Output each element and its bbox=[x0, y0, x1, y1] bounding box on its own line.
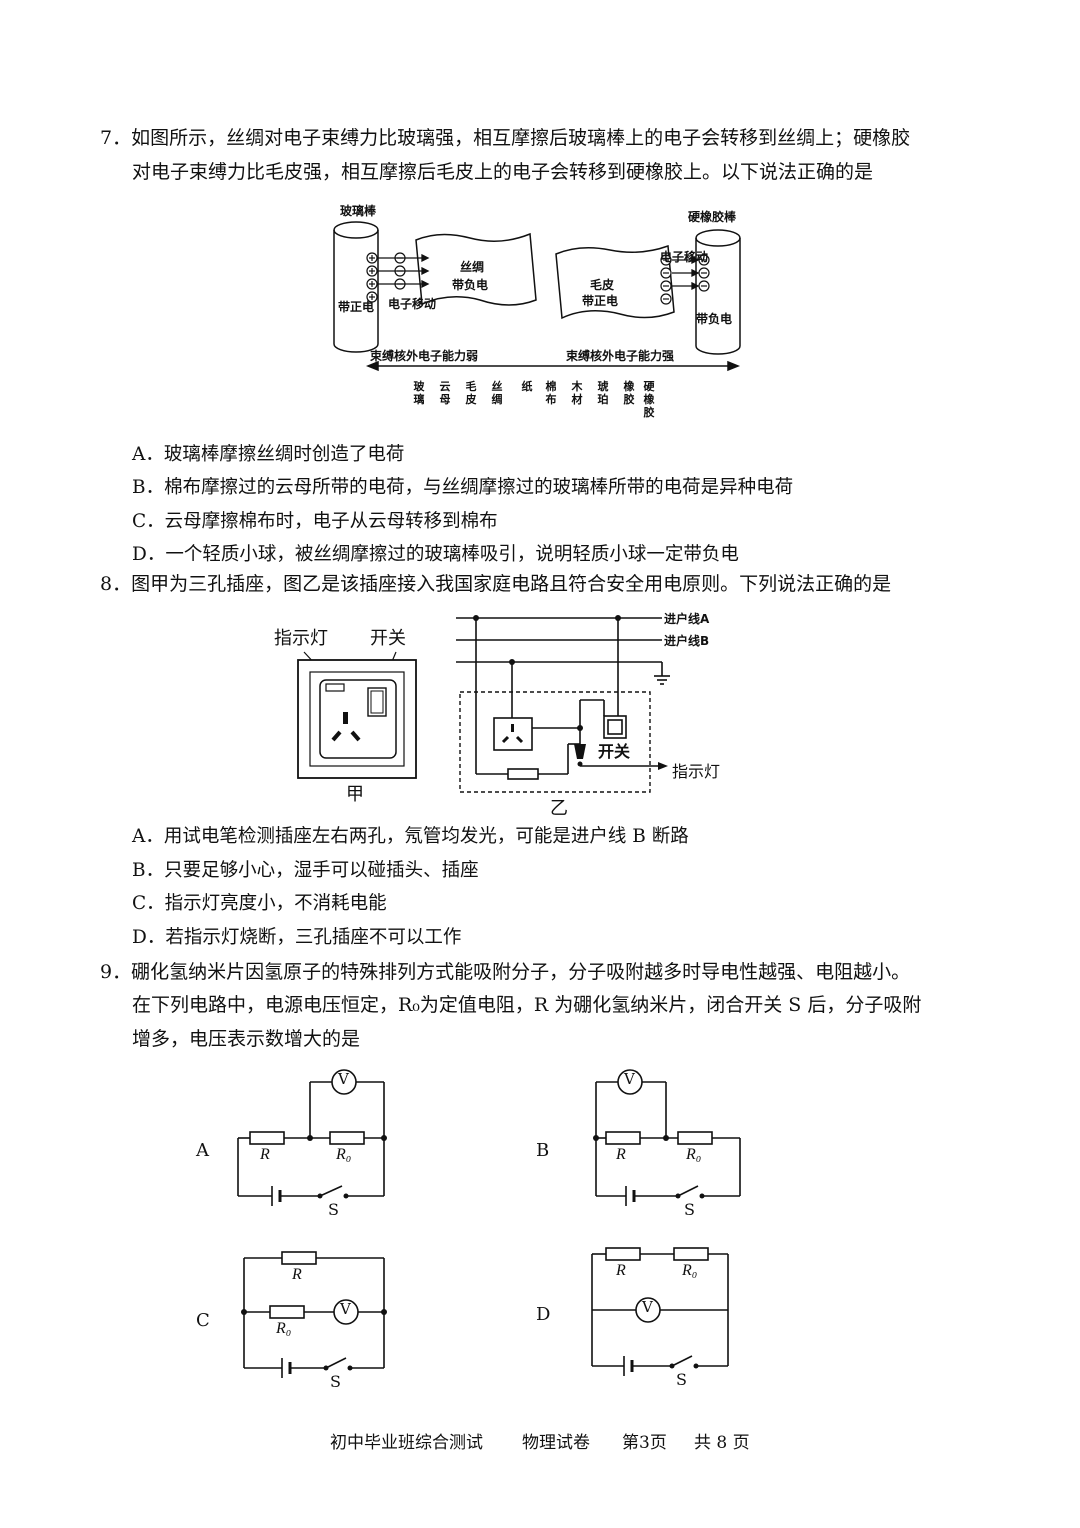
footer-total: 共 8 页 bbox=[694, 1433, 750, 1453]
figure-jia-caption: 甲 bbox=[346, 784, 364, 805]
indicator-label: 指示灯 bbox=[274, 628, 328, 649]
voltmeter-c: V bbox=[340, 1300, 351, 1318]
resistor-r-a: R bbox=[260, 1146, 270, 1163]
electron-move-left: 电子移动 bbox=[388, 297, 437, 311]
resistor-r-b: R bbox=[616, 1146, 626, 1163]
footer-page: 第3页 bbox=[622, 1433, 667, 1453]
q7-option-c: C．云母摩擦棉布时，电子从云母转移到棉布 bbox=[132, 511, 498, 532]
fur-charge-label: 带正电 bbox=[582, 294, 619, 308]
resistor-r0-a: R₀ bbox=[336, 1146, 352, 1163]
q7-figure: 玻璃棒 带正电 丝绸 带负电 电子移动 毛皮 带正电 硬橡胶棒 电子移动 带负电… bbox=[330, 200, 750, 425]
switch-s-b: S bbox=[684, 1200, 695, 1219]
series-item: 玻璃 bbox=[413, 380, 425, 406]
q7-option-d: D．一个轻质小球，被丝绸摩擦过的玻璃棒吸引，说明轻质小球一定带负电 bbox=[132, 544, 739, 565]
circuit-option-d: D R R₀ V S bbox=[530, 1236, 750, 1400]
series-item: 棉布 bbox=[545, 380, 557, 406]
resistor-r-c: R bbox=[292, 1266, 302, 1283]
q8-option-c: C．指示灯亮度小，不消耗电能 bbox=[132, 893, 387, 914]
q9-stem-line2: 在下列电路中，电源电压恒定，R₀为定值电阻，R 为硼化氢纳米片，闭合开关 S 后… bbox=[132, 994, 922, 1016]
series-item: 纸 bbox=[521, 380, 533, 393]
q8-option-b: B．只要足够小心，湿手可以碰插头、插座 bbox=[132, 860, 479, 881]
series-item: 云母 bbox=[439, 380, 451, 406]
q8-option-d: D．若指示灯烧断，三孔插座不可以工作 bbox=[132, 927, 462, 948]
voltmeter-d: V bbox=[642, 1298, 653, 1316]
series-item: 琥珀 bbox=[597, 380, 609, 406]
voltmeter-a: V bbox=[338, 1070, 349, 1088]
silk-label: 丝绸 bbox=[460, 260, 485, 274]
resistor-r0-d: R₀ bbox=[682, 1262, 698, 1279]
circuit-a-diagram bbox=[237, 1069, 387, 1206]
q7-stem-line1: 7．如图所示，丝绸对电子束缚力比玻璃强，相互摩擦后玻璃棒上的电子会转移到丝绸上；… bbox=[100, 127, 911, 149]
weak-binding-label: 束缚核外电子能力弱 bbox=[370, 349, 479, 363]
circuit-option-b: B V R R₀ S bbox=[530, 1062, 750, 1232]
line-a-label: 进户线A bbox=[664, 612, 710, 626]
circuit-a-letter: A bbox=[196, 1140, 209, 1161]
line-b-label: 进户线B bbox=[664, 634, 710, 648]
switch-label: 开关 bbox=[370, 628, 406, 649]
resistor-r0-b: R₀ bbox=[686, 1146, 702, 1163]
circuit-option-a: A V R R₀ S bbox=[190, 1062, 410, 1232]
footer-exam: 初中毕业班综合测试 bbox=[330, 1433, 483, 1453]
circuit-b-letter: B bbox=[536, 1140, 550, 1161]
socket-diagram bbox=[297, 651, 417, 779]
circuit-d-letter: D bbox=[536, 1304, 551, 1325]
series-item: 木材 bbox=[571, 380, 583, 406]
silk-charge-label: 带负电 bbox=[452, 278, 489, 292]
electron-move-right: 电子移动 bbox=[660, 250, 709, 264]
rubber-charge-label: 带负电 bbox=[696, 312, 733, 326]
figure-yi-caption: 乙 bbox=[550, 798, 568, 819]
q9-stem-line3: 增多，电压表示数增大的是 bbox=[132, 1028, 361, 1050]
voltmeter-b: V bbox=[624, 1070, 635, 1088]
q8-stem-line1: 8．图甲为三孔插座，图乙是该插座接入我国家庭电路且符合安全用电原则。下列说法正确… bbox=[100, 573, 892, 595]
indicator-b-label: 指示灯 bbox=[672, 762, 721, 781]
q8-figure-yi: 进户线A 进户线B 开关 指示灯 乙 bbox=[450, 604, 750, 819]
q8-option-a: A．用试电笔检测插座左右两孔，氖管均发光，可能是进户线 B 断路 bbox=[132, 826, 689, 847]
house-circuit-diagram bbox=[456, 615, 670, 793]
switch-s-a: S bbox=[328, 1200, 339, 1219]
q7-stem-line2: 对电子束缚力比毛皮强，相互摩擦后毛皮上的电子会转移到硬橡胶上。以下说法正确的是 bbox=[132, 161, 874, 183]
switch-b-label: 开关 bbox=[598, 742, 631, 761]
circuit-c-diagram bbox=[241, 1251, 387, 1378]
q9-stem-line1: 9．硼化氢纳米片因氢原子的特殊排列方式能吸附分子，分子吸附越多时导电性越强、电阻… bbox=[100, 961, 911, 983]
series-item: 橡胶 bbox=[623, 380, 635, 406]
circuit-c-letter: C bbox=[196, 1310, 210, 1331]
footer-subject: 物理试卷 bbox=[522, 1433, 590, 1453]
switch-s-c: S bbox=[330, 1372, 341, 1391]
q7-option-a: A．玻璃棒摩擦丝绸时创造了电荷 bbox=[132, 444, 405, 465]
switch-s-d: S bbox=[676, 1370, 687, 1389]
fur-label: 毛皮 bbox=[590, 278, 615, 292]
friction-diagram bbox=[333, 221, 741, 372]
rubber-rod-label: 硬橡胶棒 bbox=[688, 210, 737, 224]
circuit-b-diagram bbox=[593, 1069, 741, 1206]
circuit-d-diagram bbox=[591, 1247, 729, 1376]
series-item: 毛皮 bbox=[465, 380, 477, 406]
series-item: 硬橡胶 bbox=[643, 380, 655, 419]
strong-binding-label: 束缚核外电子能力强 bbox=[566, 349, 675, 363]
resistor-r0-c: R₀ bbox=[276, 1320, 292, 1337]
series-item: 丝绸 bbox=[491, 380, 503, 406]
q7-option-b: B．棉布摩擦过的云母所带的电荷，与丝绸摩擦过的玻璃棒所带的电荷是异种电荷 bbox=[132, 477, 794, 498]
circuit-option-c: C R R₀ V S bbox=[190, 1240, 410, 1400]
resistor-r-d: R bbox=[616, 1262, 626, 1279]
glass-charge-label: 带正电 bbox=[338, 300, 375, 314]
q8-figure-jia: 指示灯 开关 甲 bbox=[270, 620, 430, 810]
glass-rod-label: 玻璃棒 bbox=[340, 204, 377, 218]
